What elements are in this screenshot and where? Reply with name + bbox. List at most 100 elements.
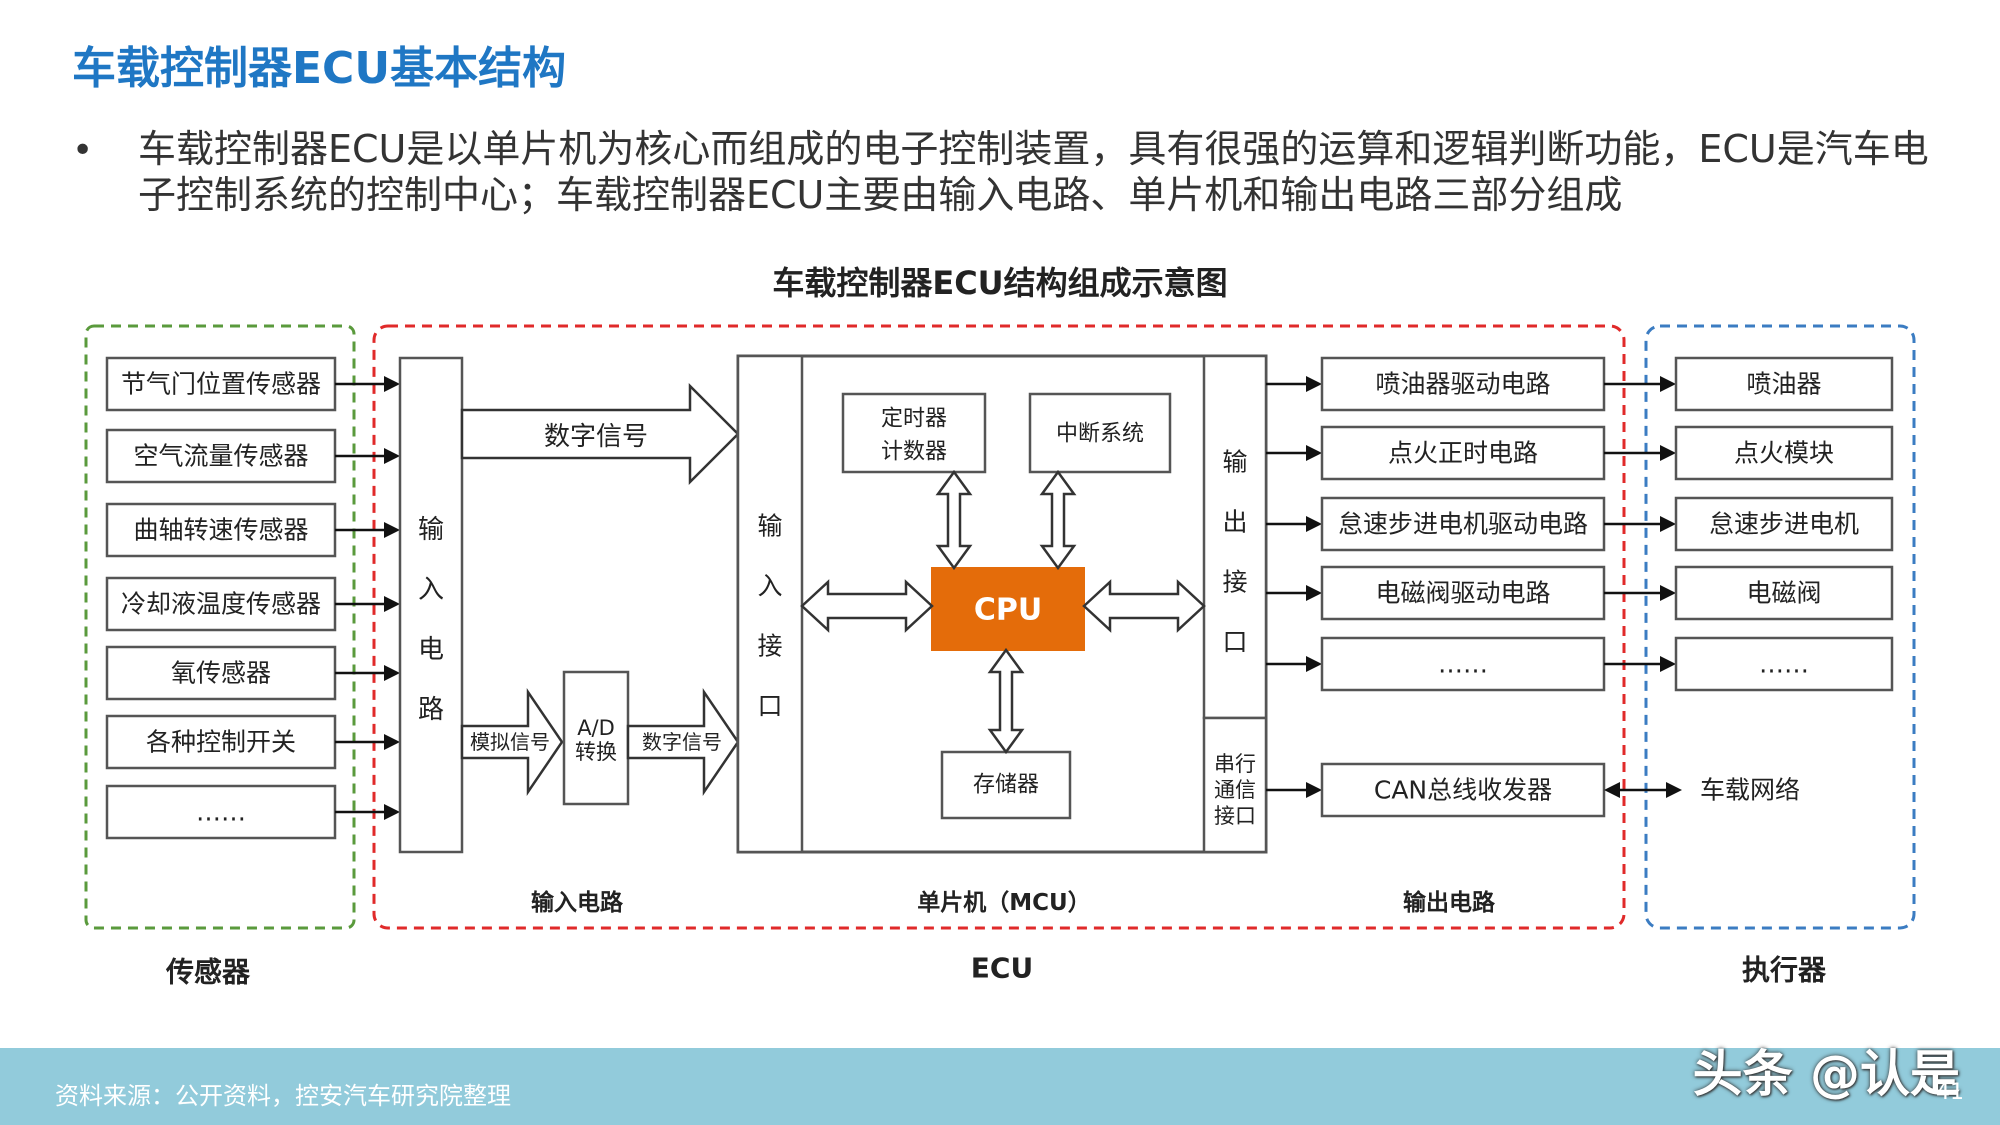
interrupt-cpu-bus <box>1039 469 1077 571</box>
input-circuit-label: 电 <box>418 635 444 665</box>
section-label-output: 输出电路 <box>1403 889 1496 916</box>
sensor-arrow-head <box>384 665 400 681</box>
cpu-output-interface-bus <box>1082 579 1206 633</box>
output-interface-label: 出 <box>1222 508 1247 537</box>
driver-label: CAN总线收发器 <box>1374 776 1552 805</box>
ad-converter-label: 转换 <box>575 740 617 764</box>
actuator-label: …… <box>1759 650 1809 679</box>
actuator-box <box>1674 425 1894 481</box>
group-label-ecu: ECU <box>971 952 1033 985</box>
driver-label: …… <box>1438 650 1488 679</box>
ecu-structure-diagram: 节气门位置传感器空气流量传感器曲轴转速传感器冷却液温度传感器氧传感器各种控制开关… <box>84 324 1916 989</box>
driver-box <box>1320 762 1606 818</box>
driver-input-arrow-head <box>1306 445 1322 461</box>
serial-interface-label: 通信 <box>1214 778 1256 802</box>
actuator-arrow-head <box>1660 585 1676 601</box>
input-circuit-label: 入 <box>418 575 444 605</box>
cpu-box <box>931 567 1085 651</box>
output-interface-label: 接 <box>1222 568 1247 597</box>
actuator-box <box>1674 356 1894 412</box>
actuator-label: 点火模块 <box>1734 439 1834 468</box>
sensor-box <box>105 356 337 412</box>
digital-signal-label: 数字信号 <box>544 422 648 452</box>
sensor-box <box>105 502 337 558</box>
digital-signal-2-arrow <box>626 687 740 797</box>
actuator-label: 电磁阀 <box>1746 579 1821 608</box>
actuator-box <box>1674 636 1894 692</box>
driver-input-arrow-head <box>1306 516 1322 532</box>
bullet-text: 车载控制器ECU是以单片机为核心而组成的电子控制装置，具有很强的运算和逻辑判断功… <box>138 127 1929 217</box>
network-arrow-head-left <box>1604 782 1620 798</box>
driver-box <box>1320 496 1606 552</box>
driver-box <box>1320 636 1606 692</box>
driver-input-arrow-head <box>1306 585 1322 601</box>
digital-signal-2-label: 数字信号 <box>642 730 722 754</box>
driver-input-arrow-head <box>1306 376 1322 392</box>
output-interface-label: 口 <box>1222 628 1247 657</box>
section-label-input: 输入电路 <box>531 889 624 916</box>
actuator-arrow-head <box>1660 656 1676 672</box>
sensor-label: 曲轴转速传感器 <box>133 516 308 545</box>
sensor-label: …… <box>196 798 246 827</box>
sensor-arrow-head <box>384 448 400 464</box>
network-label: 车载网络 <box>1700 776 1800 805</box>
input-interface-box <box>736 354 804 854</box>
actuator-label: 喷油器 <box>1746 370 1821 399</box>
footer-source: 资料来源：公开资料，控安汽车研究院整理 <box>55 1082 511 1110</box>
cpu-label: CPU <box>974 593 1042 628</box>
sensor-label: 氧传感器 <box>171 659 271 688</box>
driver-label: 电磁阀驱动电路 <box>1375 579 1550 608</box>
network-arrow-head-right <box>1666 782 1682 798</box>
sensor-label: 节气门位置传感器 <box>121 370 321 399</box>
memory-cpu-bus <box>987 647 1025 755</box>
ad-converter-label: A/D <box>577 716 615 740</box>
sensor-box <box>105 645 337 701</box>
actuator-box <box>1674 496 1894 552</box>
input-interface-label: 入 <box>757 572 782 601</box>
actuator-group-frame <box>1644 324 1916 930</box>
ecu-group-frame <box>372 324 1626 930</box>
group-label-sensors: 传感器 <box>165 956 251 989</box>
section-label-mcu: 单片机（MCU） <box>917 889 1090 916</box>
bullet-marker: • <box>72 130 94 171</box>
sensor-box <box>105 784 337 840</box>
driver-box <box>1320 565 1606 621</box>
timer-box <box>841 392 987 474</box>
driver-label: 点火正时电路 <box>1388 439 1538 468</box>
serial-interface-box <box>1202 716 1268 854</box>
input-circuit-label: 路 <box>418 695 444 725</box>
input-interface-cpu-bus <box>800 579 934 633</box>
input-interface-label: 接 <box>757 632 782 661</box>
sensor-arrow-head <box>384 376 400 392</box>
actuator-arrow-head <box>1660 376 1676 392</box>
slide-title: 车载控制器ECU基本结构 <box>72 43 567 94</box>
sensor-arrow-head <box>384 522 400 538</box>
output-interface-box <box>1202 354 1268 720</box>
sensor-arrow-head <box>384 596 400 612</box>
actuator-box <box>1674 565 1894 621</box>
memory-box <box>940 750 1072 820</box>
timer-label: 定时器 <box>881 407 947 432</box>
timer-label: 计数器 <box>881 440 947 465</box>
footer-bar <box>0 1048 2000 1125</box>
actuator-arrow-head <box>1660 516 1676 532</box>
driver-label: 怠速步进电机驱动电路 <box>1338 510 1588 539</box>
driver-input-arrow-head <box>1306 782 1322 798</box>
page-number: 41 <box>1936 1080 1964 1105</box>
timer-cpu-bus <box>935 469 973 571</box>
memory-label: 存储器 <box>973 773 1039 798</box>
group-label-actuators: 执行器 <box>1742 954 1827 987</box>
watermark: 头条 @认是 <box>1692 1045 1960 1103</box>
analog-signal-label: 模拟信号 <box>470 730 550 754</box>
sensor-box <box>105 576 337 632</box>
diagram-title: 车载控制器ECU结构组成示意图 <box>772 264 1228 302</box>
sensor-arrow-head <box>384 804 400 820</box>
input-circuit-label: 输 <box>418 515 444 545</box>
driver-box <box>1320 356 1606 412</box>
driver-label: 喷油器驱动电路 <box>1375 370 1550 399</box>
input-interface-label: 口 <box>757 692 782 721</box>
sensor-label: 冷却液温度传感器 <box>121 590 321 619</box>
sensor-label: 各种控制开关 <box>146 728 296 757</box>
input-circuit-box <box>398 356 464 854</box>
sensor-arrow-head <box>384 734 400 750</box>
